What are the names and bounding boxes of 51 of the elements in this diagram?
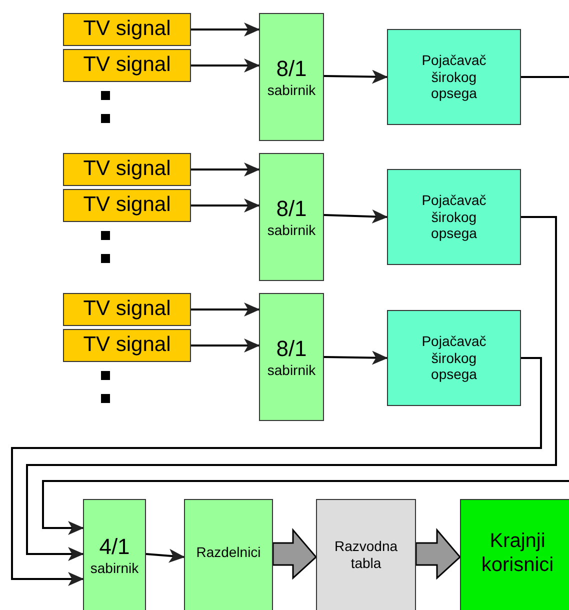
signal-label: TV signal	[83, 193, 171, 218]
component-label: Razdelnici	[196, 544, 261, 561]
block-arrow	[415, 528, 462, 580]
amplifier-box	[387, 169, 521, 265]
component-label: sabirnik	[267, 222, 316, 238]
arrow	[324, 350, 388, 365]
arrow	[11, 357, 542, 586]
component-label: sabirnik	[267, 82, 316, 98]
signal-box	[63, 189, 191, 222]
arrow	[146, 548, 185, 563]
arrow	[191, 198, 260, 212]
arrow	[42, 76, 569, 535]
combiner-box	[83, 499, 146, 610]
signal-box	[63, 49, 191, 82]
combiner-box	[259, 293, 324, 421]
signal-box	[63, 329, 191, 362]
component-label: Razvodna tabla	[333, 538, 399, 572]
arrow	[191, 302, 260, 316]
arrow	[191, 58, 260, 72]
users-box	[460, 499, 569, 610]
component-label: sabirnik	[267, 362, 316, 378]
signal-label: TV signal	[83, 17, 171, 42]
ratio-label: 8/1	[276, 56, 307, 82]
distribution-box	[316, 499, 416, 610]
signal-box	[63, 293, 191, 326]
signal-label: TV signal	[83, 157, 171, 182]
combiner-box	[259, 153, 324, 281]
arrow	[191, 338, 260, 352]
signal-box	[63, 153, 191, 186]
block-arrow	[272, 528, 318, 580]
splitter-box	[184, 499, 273, 610]
combiner-box	[259, 13, 324, 141]
amplifier-box	[387, 310, 521, 406]
signal-label: TV signal	[83, 333, 171, 358]
component-label: Krajnji korisnici	[480, 530, 555, 578]
amplifier-box	[387, 29, 521, 125]
signal-box	[63, 13, 191, 46]
component-label: Pojačavač širokog opsega	[420, 52, 488, 102]
component-label: Pojačavač širokog opsega	[420, 333, 488, 383]
component-label: Pojačavač širokog opsega	[420, 192, 488, 242]
signal-label: TV signal	[83, 297, 171, 322]
ratio-label: 4/1	[99, 534, 130, 560]
component-label: sabirnik	[90, 560, 139, 576]
arrow	[26, 216, 557, 561]
arrow	[191, 162, 260, 176]
signal-label: TV signal	[83, 53, 171, 78]
ratio-label: 8/1	[276, 336, 307, 362]
ratio-label: 8/1	[276, 196, 307, 222]
arrow	[324, 70, 388, 84]
arrow	[324, 210, 388, 224]
arrow	[191, 22, 260, 36]
